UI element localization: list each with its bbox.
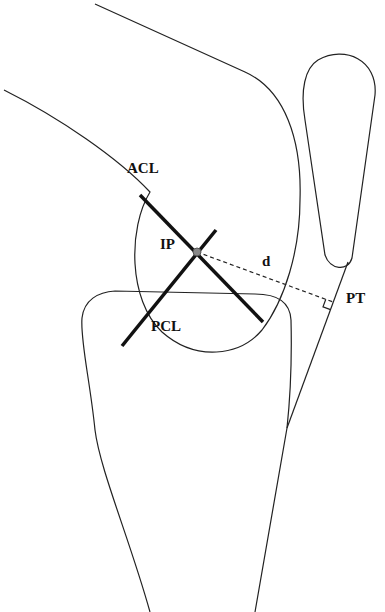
moment-arm-dashed — [197, 252, 333, 302]
patella-outline — [303, 54, 375, 267]
dimension-label: d — [262, 253, 270, 270]
ligament-label: ACL — [127, 160, 159, 177]
tibia-outline — [82, 291, 292, 612]
ligament-label: PCL — [151, 318, 181, 335]
right-angle-marker — [323, 299, 331, 309]
point-label: IP — [160, 236, 175, 253]
instant-center-dot — [193, 248, 201, 256]
pcl-line — [122, 230, 216, 346]
tendon-label: PT — [346, 290, 365, 307]
patellar-tendon — [287, 262, 348, 428]
femur-outline — [4, 4, 300, 352]
